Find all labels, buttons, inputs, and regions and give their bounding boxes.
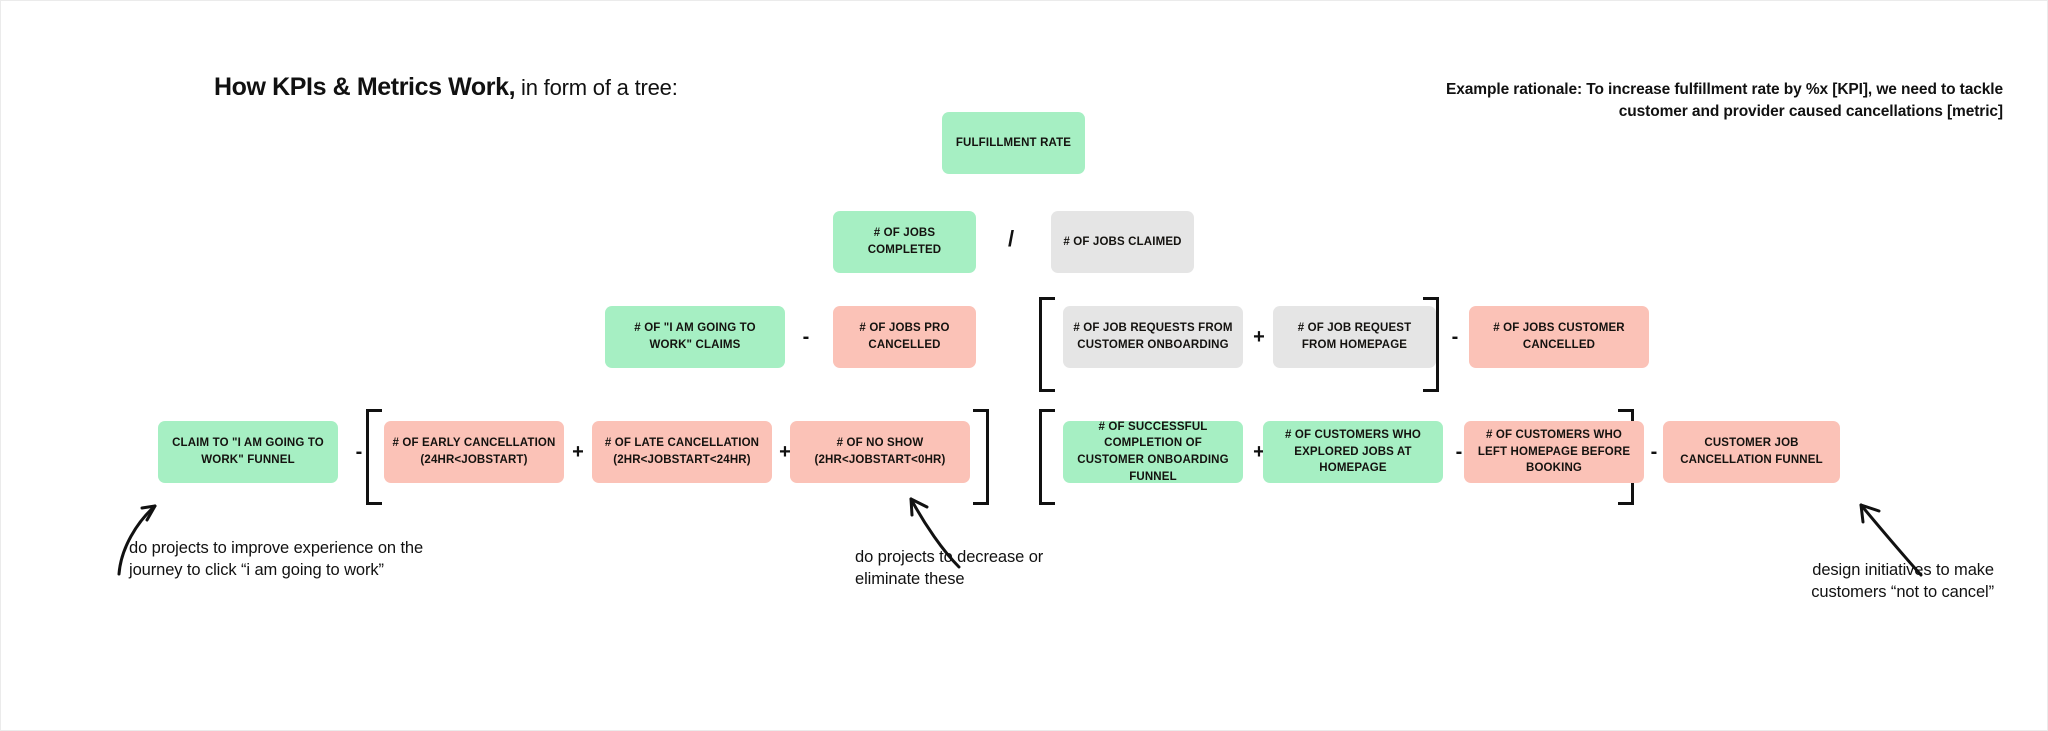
operator-minus-l3-b: - (1451, 325, 1459, 348)
arrow-to-claim-funnel (117, 504, 157, 576)
metric-box-jobs-customer-cancelled[interactable]: # OF JOBS CUSTOMER CANCELLED (1469, 306, 1649, 368)
operator-divide: / (1007, 226, 1015, 251)
bracket-l4-left-open (366, 409, 382, 505)
bracket-l4-left-close (973, 409, 989, 505)
operator-plus-l4-b: + (779, 440, 791, 463)
metric-box-fulfillment-rate[interactable]: FULFILLMENT RATE (942, 112, 1085, 174)
metric-box-late-cancellation[interactable]: # OF LATE CANCELLATION (2HR<JOBSTART<24H… (592, 421, 772, 483)
metric-box-claim-to-i-am-going-to-work-funnel[interactable]: CLAIM TO "I AM GOING TO WORK" FUNNEL (158, 421, 338, 483)
page-title: How KPIs & Metrics Work, in form of a tr… (214, 73, 678, 102)
operator-minus-l3-a: - (802, 325, 810, 348)
metric-box-jobs-completed[interactable]: # OF JOBS COMPLETED (833, 211, 976, 273)
example-rationale: Example rationale: To increase fulfillme… (1446, 81, 2003, 121)
metric-box-job-request-homepage[interactable]: # OF JOB REQUEST FROM HOMEPAGE (1273, 306, 1436, 368)
note-right: design initiatives to make customers “no… (1811, 561, 1994, 601)
metric-box-no-show[interactable]: # OF NO SHOW (2HR<JOBSTART<0HR) (790, 421, 970, 483)
metric-box-customers-left-homepage[interactable]: # OF CUSTOMERS WHO LEFT HOMEPAGE BEFORE … (1464, 421, 1644, 483)
page-title-strong: How KPIs & Metrics Work, (214, 73, 516, 101)
note-middle: do projects to decrease or eliminate the… (855, 548, 1044, 588)
page-title-light: in form of a tree: (515, 75, 678, 100)
arrow-to-cancellation-funnel (1859, 503, 1923, 577)
metric-box-successful-completion-onboarding-funnel[interactable]: # OF SUCCESSFUL COMPLETION OF CUSTOMER O… (1063, 421, 1243, 483)
bracket-l3-open (1039, 297, 1055, 392)
metric-box-job-requests-customer-onboarding[interactable]: # OF JOB REQUESTS FROM CUSTOMER ONBOARDI… (1063, 306, 1243, 368)
metric-box-customers-explored-jobs-homepage[interactable]: # OF CUSTOMERS WHO EXPLORED JOBS AT HOME… (1263, 421, 1443, 483)
metric-box-early-cancellation[interactable]: # OF EARLY CANCELLATION (24HR<JOBSTART) (384, 421, 564, 483)
metric-box-customer-job-cancellation-funnel[interactable]: CUSTOMER JOB CANCELLATION FUNNEL (1663, 421, 1840, 483)
operator-plus-l4-c: + (1253, 440, 1265, 463)
operator-minus-l4-a: - (355, 440, 363, 463)
operator-minus-l4-b: - (1455, 440, 1463, 463)
metric-box-i-am-going-to-work-claims[interactable]: # OF "I AM GOING TO WORK" CLAIMS (605, 306, 785, 368)
operator-minus-l4-c: - (1650, 440, 1658, 463)
operator-plus-l3-a: + (1253, 325, 1265, 348)
note-left: do projects to improve experience on the… (129, 539, 424, 579)
bracket-l4-right-open (1039, 409, 1055, 505)
metric-box-jobs-pro-cancelled[interactable]: # OF JOBS PRO CANCELLED (833, 306, 976, 368)
bracket-l3-close (1423, 297, 1439, 392)
arrow-to-no-show (909, 497, 961, 569)
metric-box-jobs-claimed[interactable]: # OF JOBS CLAIMED (1051, 211, 1194, 273)
operator-plus-l4-a: + (572, 440, 584, 463)
